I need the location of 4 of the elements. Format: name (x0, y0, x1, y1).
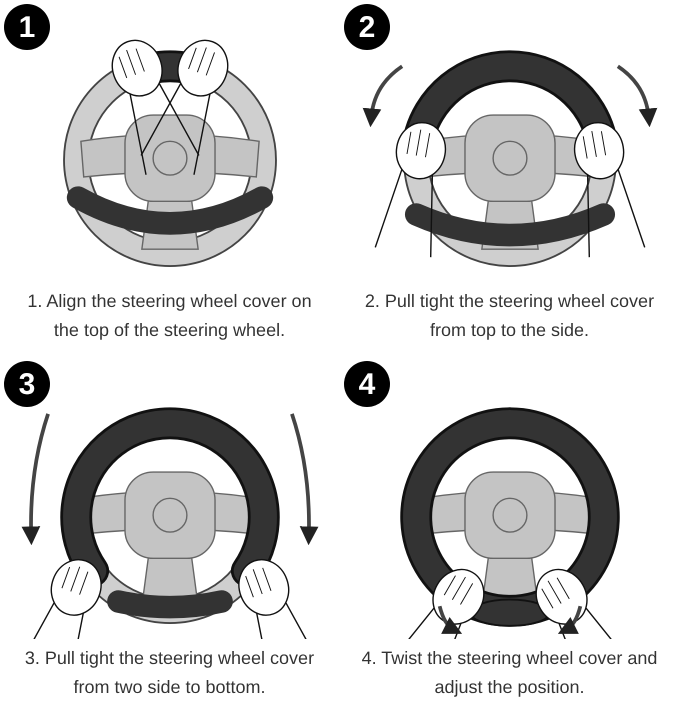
step-caption: 1. Align the steering wheel cover on the top of the steering wheel. (26, 290, 313, 342)
step-caption: 3. Pull tight the steering wheel cover from two side to bottom. (24, 647, 316, 699)
step-caption: 4. Twist the steering wheel cover and adjust the position. (360, 647, 658, 699)
step-caption: 2. Pull tight the steering wheel cover from top to the side. (364, 290, 656, 342)
